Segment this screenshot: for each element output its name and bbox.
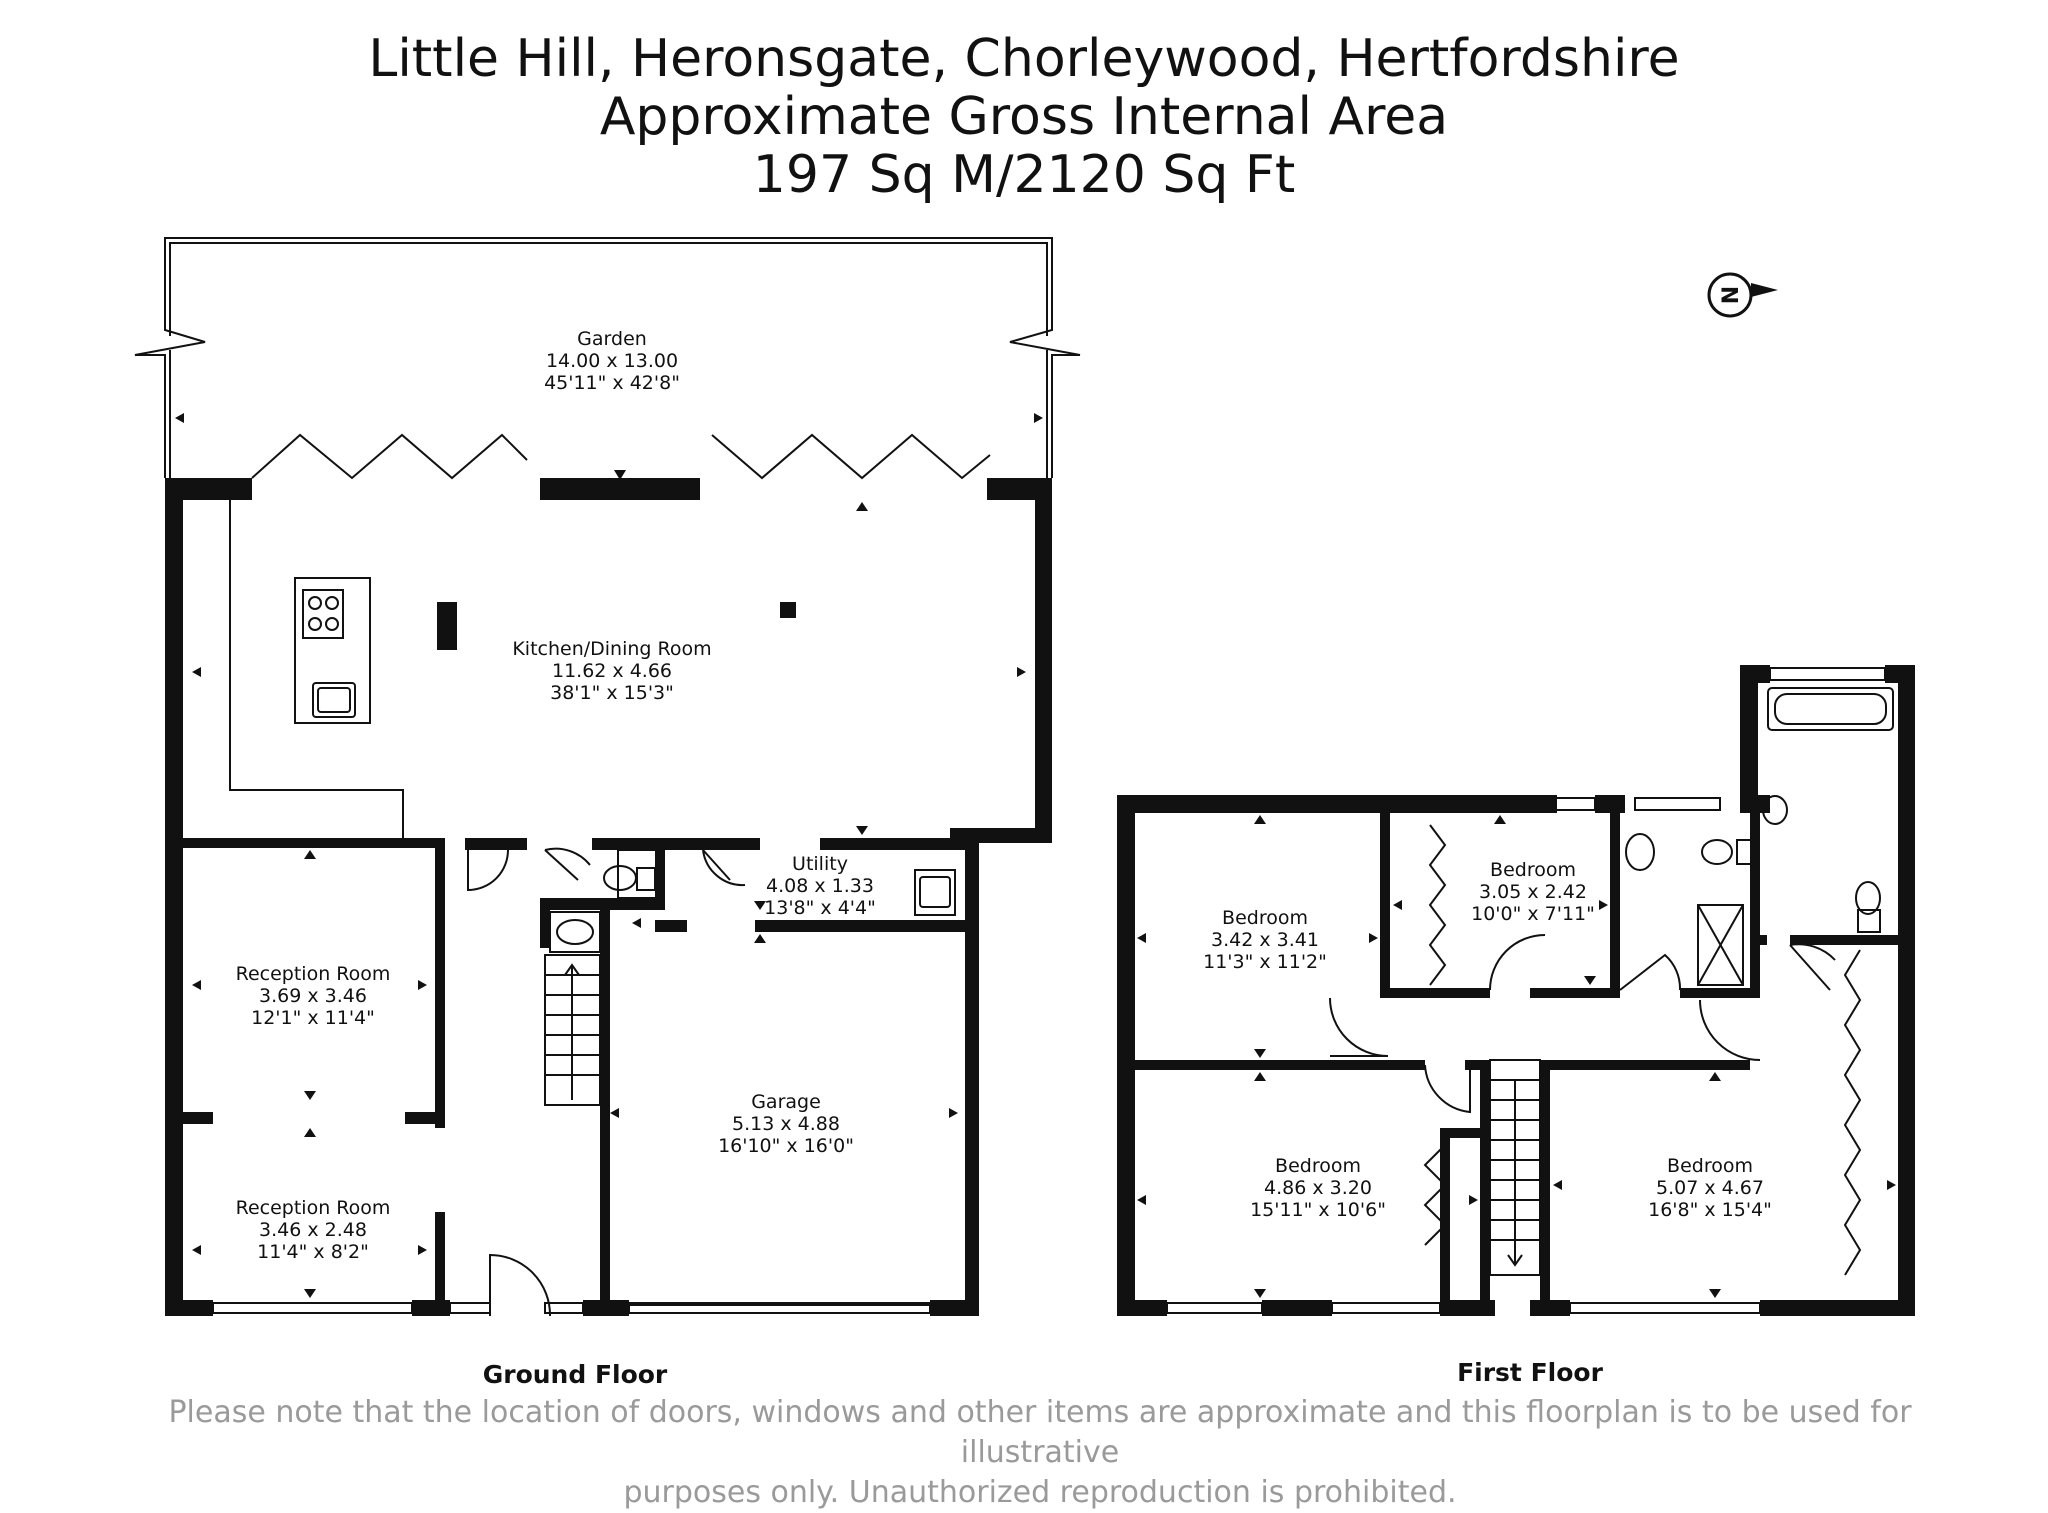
garden-metric: 14.00 x 13.00: [546, 350, 678, 372]
garden-name: Garden: [577, 328, 647, 350]
title-block: Little Hill, Heronsgate, Chorleywood, He…: [0, 30, 2048, 204]
kitchen-name: Kitchen/Dining Room: [512, 638, 711, 660]
utility-name: Utility: [792, 853, 848, 875]
bifold-door-right: [711, 433, 991, 480]
ground-dimension-arrows: [175, 413, 1043, 1298]
bedroom3-imperial: 15'11" x 10'6": [1250, 1199, 1386, 1221]
reception1-metric: 3.69 x 3.46: [259, 985, 367, 1007]
disclaimer-line1: Please note that the location of doors, …: [168, 1395, 1912, 1470]
garage-imperial: 16'10" x 16'0": [718, 1135, 854, 1157]
room-labels: Garden 14.00 x 13.00 45'11" x 42'8" Kitc…: [236, 328, 1772, 1389]
kitchen-metric: 11.62 x 4.66: [552, 660, 672, 682]
disclaimer-line2: purposes only. Unauthorized reproduction…: [623, 1475, 1457, 1510]
bedroom1-name: Bedroom: [1222, 907, 1308, 929]
utility-metric: 4.08 x 1.33: [766, 875, 874, 897]
disclaimer: Please note that the location of doors, …: [150, 1393, 1930, 1513]
garage-metric: 5.13 x 4.88: [732, 1113, 840, 1135]
compass-letter: N: [1719, 286, 1744, 304]
garden-outline: [134, 237, 1081, 478]
ground-stairs: [544, 954, 601, 1106]
garden-imperial: 45'11" x 42'8": [544, 372, 680, 394]
bedroom2-metric: 3.05 x 2.42: [1479, 881, 1587, 903]
bedroom1-metric: 3.42 x 3.41: [1211, 929, 1319, 951]
ground-floor-plan: [134, 237, 1081, 1317]
utility-imperial: 13'8" x 4'4": [764, 897, 876, 919]
reception2-imperial: 11'4" x 8'2": [257, 1241, 369, 1263]
bedroom3-metric: 4.86 x 3.20: [1264, 1177, 1372, 1199]
kitchen-imperial: 38'1" x 15'3": [550, 682, 674, 704]
reception1-imperial: 12'1" x 11'4": [251, 1007, 375, 1029]
bifold-door-left: [251, 433, 528, 480]
garage-name: Garage: [751, 1091, 821, 1113]
first-stairs: [1489, 1059, 1541, 1276]
area-heading: Approximate Gross Internal Area: [599, 87, 1449, 147]
bedroom2-imperial: 10'0" x 7'11": [1471, 903, 1595, 925]
reception2-metric: 3.46 x 2.48: [259, 1219, 367, 1241]
ground-floor-label: Ground Floor: [483, 1360, 668, 1389]
bedroom4-imperial: 16'8" x 15'4": [1648, 1199, 1772, 1221]
first-floor-label: First Floor: [1457, 1358, 1604, 1387]
bedroom3-name: Bedroom: [1275, 1155, 1361, 1177]
reception2-name: Reception Room: [236, 1197, 391, 1219]
bedroom2-name: Bedroom: [1490, 859, 1576, 881]
bedroom4-name: Bedroom: [1667, 1155, 1753, 1177]
first-dimension-arrows: [1137, 815, 1896, 1298]
north-compass-icon: N: [1707, 272, 1778, 318]
kitchen-island: [294, 577, 371, 724]
area-value: 197 Sq M/2120 Sq Ft: [752, 145, 1296, 205]
bedroom4-metric: 5.07 x 4.67: [1656, 1177, 1764, 1199]
bath: [1767, 687, 1894, 731]
bedroom1-imperial: 11'3" x 11'2": [1203, 951, 1327, 973]
reception1-name: Reception Room: [236, 963, 391, 985]
property-address: Little Hill, Heronsgate, Chorleywood, He…: [368, 29, 1680, 89]
first-floor-plan: [1117, 665, 1915, 1316]
